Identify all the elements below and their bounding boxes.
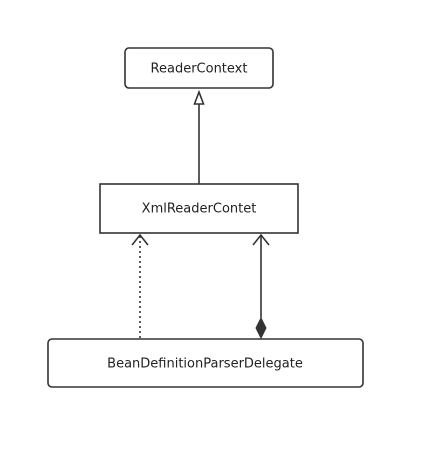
node-xml-reader-contet[interactable]: XmlReaderContet bbox=[99, 183, 299, 234]
composition-edge bbox=[252, 233, 270, 340]
node-label: BeanDefinitionParserDelegate bbox=[107, 357, 303, 372]
node-box bbox=[124, 47, 274, 89]
dependency-edge bbox=[131, 233, 149, 338]
node-label: XmlReaderContet bbox=[142, 202, 257, 217]
inheritance-edge bbox=[193, 89, 205, 184]
open-arrow-icon bbox=[252, 233, 270, 246]
hollow-triangle-icon bbox=[193, 89, 205, 105]
node-bean-definition-parser-delegate[interactable]: BeanDefinitionParserDelegate bbox=[47, 338, 364, 388]
filled-diamond-icon bbox=[255, 316, 267, 340]
node-box bbox=[47, 338, 364, 388]
open-arrow-icon bbox=[131, 233, 149, 246]
node-reader-context[interactable]: ReaderContext bbox=[124, 47, 274, 89]
node-box bbox=[99, 183, 299, 234]
node-label: ReaderContext bbox=[151, 62, 248, 77]
